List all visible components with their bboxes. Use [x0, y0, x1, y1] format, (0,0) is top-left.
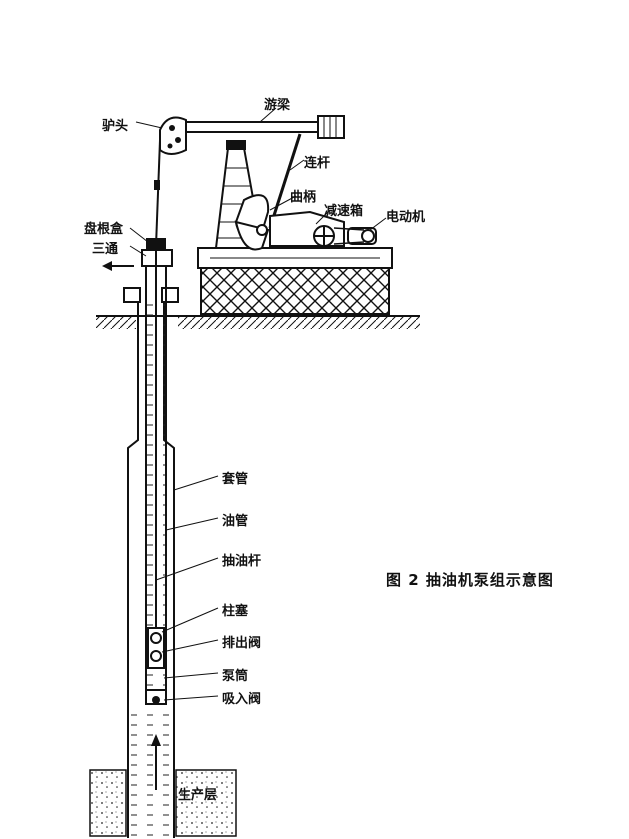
production-layer: [89, 769, 237, 837]
ground-surface: [96, 315, 420, 329]
label-walking-beam: 游梁: [264, 98, 291, 113]
label-production-layer: 生产层: [178, 788, 218, 803]
gearbox: [269, 210, 345, 247]
polished-rod: [154, 139, 161, 247]
label-discharge-valve: 排出阀: [222, 636, 262, 651]
label-tee: 三通: [92, 242, 119, 257]
leader-lines: [129, 107, 387, 701]
well-bottom-liquid: [129, 706, 173, 836]
donkey-head: [159, 116, 187, 155]
label-pump-barrel: 泵筒: [222, 669, 249, 684]
label-connecting-rod: 连杆: [304, 156, 331, 171]
motor: [333, 227, 377, 245]
label-tubing: 油管: [222, 514, 249, 529]
crank: [234, 194, 270, 251]
label-stuffing-box: 盘根盒: [84, 222, 124, 237]
pump-assembly: [145, 627, 167, 705]
label-suction-valve: 吸入阀: [222, 692, 262, 707]
label-crank: 曲柄: [290, 190, 317, 205]
label-plunger: 柱塞: [222, 604, 249, 619]
figure-caption: 图 2 抽油机泵组示意图: [386, 571, 554, 589]
label-gearbox: 减速箱: [324, 204, 364, 219]
label-casing: 套管: [222, 472, 249, 487]
label-motor: 电动机: [386, 210, 426, 225]
label-sucker-rod: 抽油杆: [222, 554, 262, 569]
label-donkey-head: 驴头: [102, 119, 129, 134]
walking-beam: [177, 115, 345, 139]
connecting-rod: [268, 133, 302, 229]
pump-unit-base: [197, 247, 393, 315]
